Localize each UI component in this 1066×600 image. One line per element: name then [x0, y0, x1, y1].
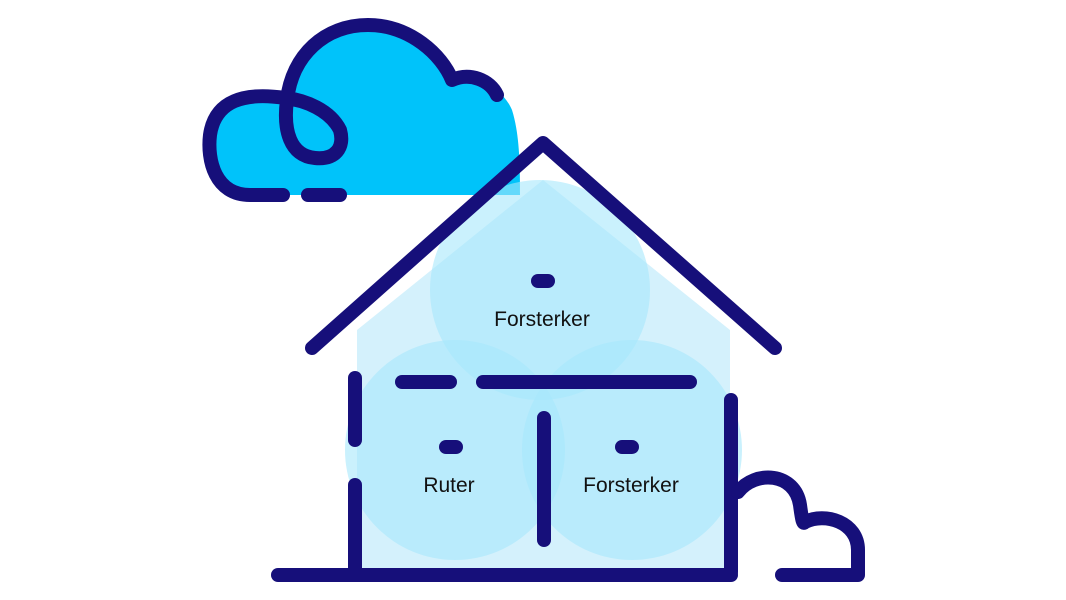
device-label-right: Forsterker — [583, 474, 679, 497]
roof — [305, 136, 782, 355]
house-icon — [271, 136, 782, 582]
bush-icon — [731, 470, 865, 582]
cloud-fill — [209, 25, 520, 195]
bush-outline — [731, 470, 865, 582]
cloud-outline — [202, 18, 504, 202]
device-dots — [439, 274, 639, 454]
device-label-left: Ruter — [423, 474, 475, 497]
device-label-top: Forsterker — [494, 308, 590, 331]
cloud-icon — [202, 18, 520, 202]
